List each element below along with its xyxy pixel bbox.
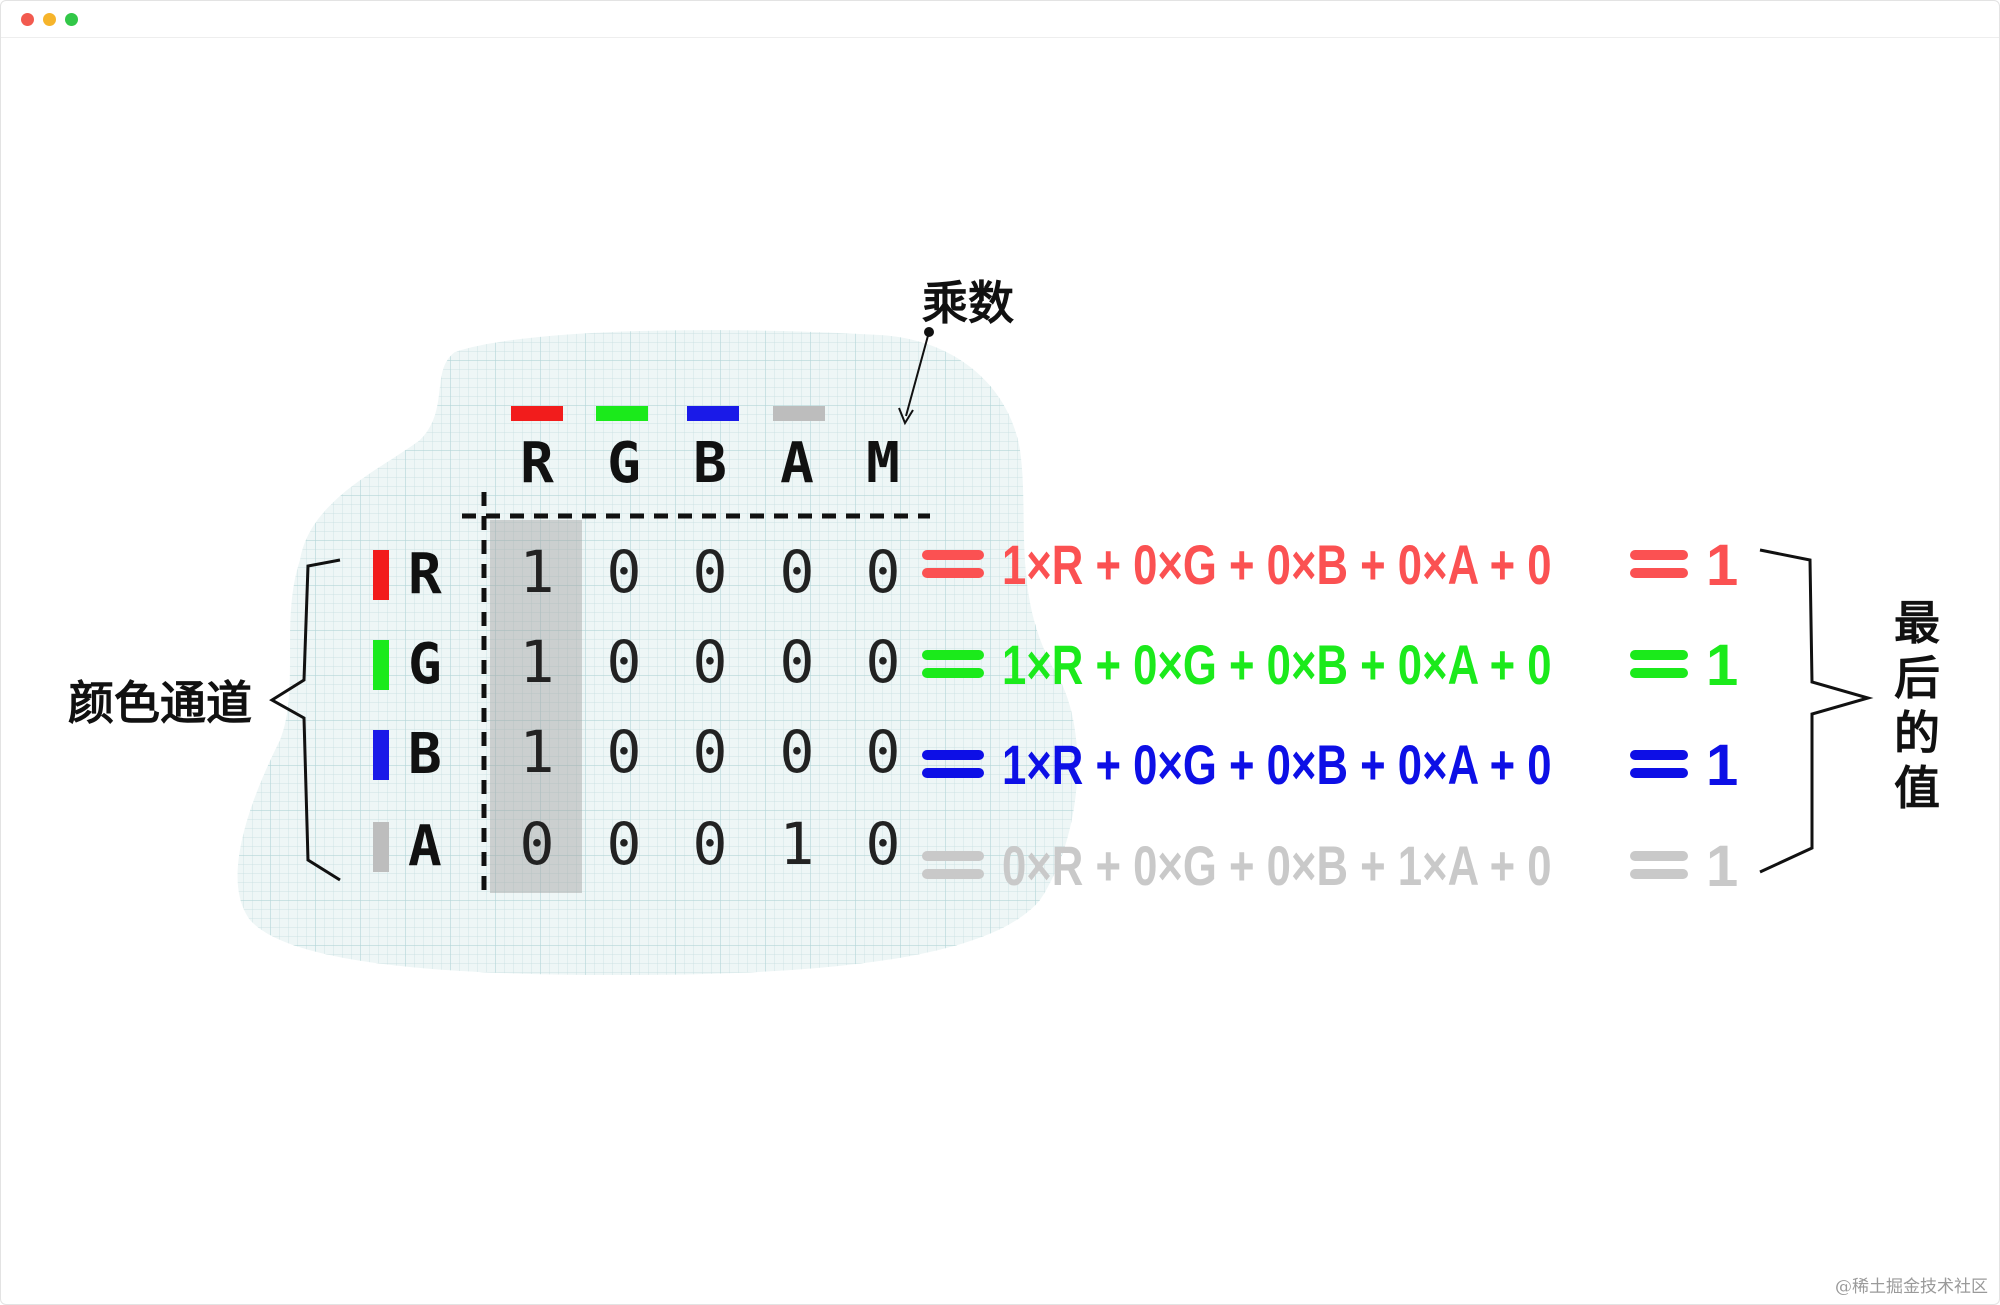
- swatch-blue-row: [373, 730, 389, 780]
- swatch-red-column: [511, 406, 563, 421]
- highlighted-r-column: [490, 520, 582, 893]
- matrix-cell: 1: [519, 628, 555, 696]
- multiplier-arrow-line: [905, 331, 930, 417]
- final-value-char-3: 的: [1894, 706, 1940, 760]
- matrix-cell: 0: [606, 628, 642, 696]
- result-equals-gray-bottom: [1630, 869, 1688, 879]
- matrix-cell: 0: [865, 718, 901, 786]
- matrix-cell: 0: [779, 538, 815, 606]
- swatch-alpha-column: [773, 406, 825, 421]
- multiplier-arrow-head: [898, 407, 914, 426]
- column-header-a: A: [780, 431, 814, 496]
- row-header-r: R: [408, 542, 442, 607]
- color-channels-label: 颜色通道: [68, 676, 252, 730]
- close-window-button[interactable]: [21, 13, 34, 26]
- row-header-a: A: [408, 814, 442, 879]
- final-value-char-2: 后: [1894, 651, 1940, 705]
- watermark: @稀土掘金技术社区: [1835, 1277, 1988, 1297]
- matrix-cell: 0: [606, 718, 642, 786]
- swatch-red-row: [373, 550, 389, 600]
- matrix-cell: 0: [606, 538, 642, 606]
- matrix-cell: 0: [692, 538, 728, 606]
- minimize-window-button[interactable]: [43, 13, 56, 26]
- matrix-cell: 0: [865, 810, 901, 878]
- result-alpha-row: 1: [1706, 834, 1739, 899]
- formula-red-row: 1×R + 0×G + 0×B + 0×A + 0: [1002, 533, 1552, 596]
- matrix-cell: 0: [865, 628, 901, 696]
- matrix-cell: 1: [519, 538, 555, 606]
- result-equals-blue-top: [1630, 750, 1688, 760]
- result-red-row: 1: [1706, 533, 1739, 598]
- result-green-row: 1: [1706, 633, 1739, 698]
- matrix-cell: 0: [692, 628, 728, 696]
- formula-blue-row: 1×R + 0×G + 0×B + 0×A + 0: [1002, 733, 1552, 796]
- result-equals-green-bottom: [1630, 668, 1688, 678]
- equals-bar-red-top: [922, 550, 984, 560]
- row-header-g: G: [408, 632, 442, 697]
- column-header-g: G: [607, 431, 641, 496]
- final-value-char-1: 最: [1894, 596, 1940, 650]
- result-blue-row: 1: [1706, 733, 1739, 798]
- matrix-cell: 0: [606, 810, 642, 878]
- swatch-blue-column: [687, 406, 739, 421]
- equals-bar-blue-bottom: [922, 768, 984, 778]
- matrix-cell: 1: [519, 718, 555, 786]
- maximize-window-button[interactable]: [65, 13, 78, 26]
- matrix-cell: 0: [692, 718, 728, 786]
- result-equals-gray-top: [1630, 851, 1688, 861]
- column-header-b: B: [693, 431, 727, 496]
- swatch-green-column: [596, 406, 648, 421]
- row-header-b: B: [408, 722, 442, 787]
- matrix-cell: 0: [779, 628, 815, 696]
- column-header-m: M: [866, 431, 900, 496]
- equals-bar-green-top: [922, 650, 984, 660]
- equals-bar-blue-top: [922, 750, 984, 760]
- column-header-r: R: [520, 431, 554, 496]
- formula-green-row: 1×R + 0×G + 0×B + 0×A + 0: [1002, 633, 1552, 696]
- result-equals-red-bottom: [1630, 568, 1688, 578]
- result-equals-blue-bottom: [1630, 768, 1688, 778]
- matrix-cell: 0: [692, 810, 728, 878]
- matrix-cell: 1: [779, 810, 815, 878]
- grid-blob-lines: [237, 330, 1078, 975]
- final-value-char-4: 值: [1894, 761, 1940, 815]
- right-brace: [1759, 548, 1874, 874]
- matrix-cell: 0: [779, 718, 815, 786]
- result-equals-green-top: [1630, 650, 1688, 660]
- equals-bar-gray-top: [922, 851, 984, 861]
- left-brace: [269, 558, 341, 882]
- matrix-cell: 0: [865, 538, 901, 606]
- multiplier-label: 乘数: [922, 276, 1014, 330]
- equals-bar-red-bottom: [922, 568, 984, 578]
- formula-alpha-row: 0×R + 0×G + 0×B + 1×A + 0: [1002, 834, 1552, 897]
- swatch-green-row: [373, 640, 389, 690]
- matrix-cell: 0: [519, 810, 555, 878]
- swatch-alpha-row: [373, 822, 389, 872]
- equals-bar-green-bottom: [922, 668, 984, 678]
- result-equals-red-top: [1630, 550, 1688, 560]
- equals-bar-gray-bottom: [922, 869, 984, 879]
- title-bar: [1, 1, 1999, 38]
